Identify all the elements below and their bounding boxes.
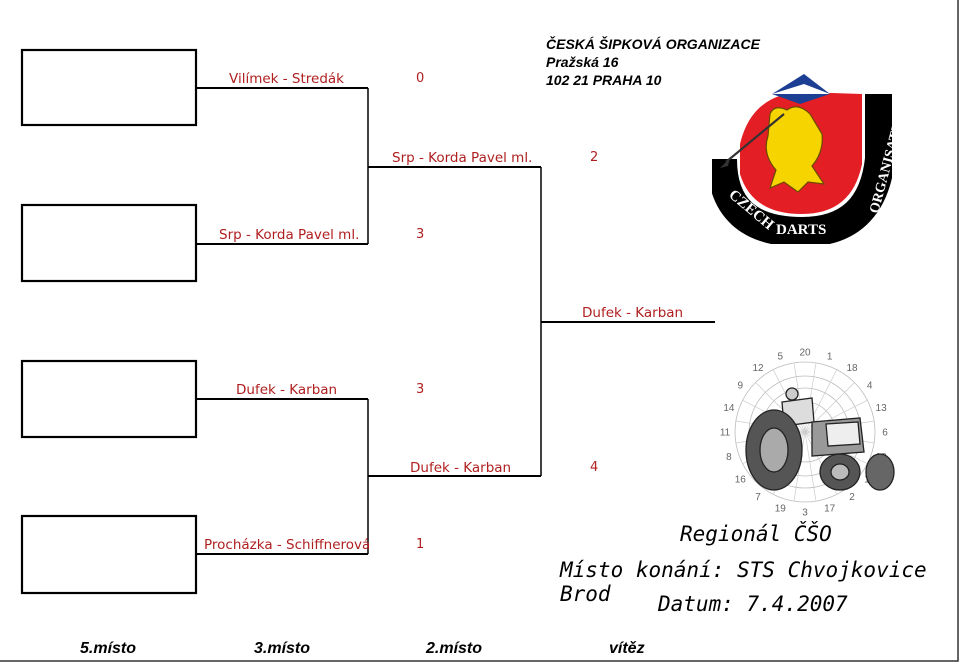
r2-match1-score: 2 — [590, 150, 599, 165]
org-name: ČESKÁ ŠIPKOVÁ ORGANIZACE — [546, 36, 760, 52]
dartboard-number-1: 1 — [827, 351, 833, 362]
dartboard-number-9: 9 — [738, 381, 744, 392]
r1-match2-score: 3 — [416, 227, 425, 242]
r2-match2-name: Dufek - Karban — [410, 460, 512, 476]
event-title: Regionál ČŠO — [680, 522, 832, 546]
event-date: Datum: 7.4.2007 — [658, 592, 848, 616]
placement-winner: vítěz — [609, 640, 645, 657]
dartboard-number-2: 2 — [849, 492, 855, 503]
dartboard-spoke — [804, 431, 817, 502]
placement-5th: 5.místo — [80, 640, 137, 657]
dartboard-number-18: 18 — [846, 363, 858, 374]
dartboard-number-3: 3 — [802, 508, 808, 519]
dartboard-numbers: 2011841361015217319716811149125 — [720, 348, 888, 519]
org-street: Pražská 16 — [546, 54, 619, 70]
dartboard-number-19: 19 — [775, 504, 787, 515]
r2-match2-score: 4 — [590, 460, 599, 475]
r1-match4-name: Procházka - Schiffnerová — [204, 537, 371, 553]
dartboard-number-12: 12 — [752, 363, 764, 374]
dartboard-number-6: 6 — [882, 428, 888, 439]
dartboard-illustration: 2011841361015217319716811149125 — [720, 348, 895, 519]
event-venue: Místo konání: STS Chvojkovice Brod — [560, 558, 927, 606]
r1-match3-name: Dufek - Karban — [236, 382, 338, 398]
dartboard-number-4: 4 — [867, 381, 873, 392]
dartboard-number-20: 20 — [799, 348, 811, 359]
cdo-logo: CZECH DARTS ORGANISATION — [712, 74, 892, 244]
r1-match1-name: Vilímek - Stredák — [229, 71, 345, 87]
r2-match1-name: Srp - Korda Pavel ml. — [392, 150, 533, 166]
dartboard-number-14: 14 — [723, 403, 735, 414]
dartboard-number-7: 7 — [755, 492, 761, 503]
dartboard-number-16: 16 — [735, 475, 747, 486]
logo-text-darts: DARTS — [776, 222, 826, 238]
r1-match3-score: 3 — [416, 382, 425, 397]
winner-name: Dufek - Karban — [582, 305, 684, 321]
dartboard-ring-1 — [734, 361, 876, 503]
placement-2nd: 2.místo — [426, 640, 483, 657]
r1-match4-score: 1 — [416, 537, 425, 552]
dartboard-number-5: 5 — [778, 351, 784, 362]
dartboard-number-13: 13 — [876, 403, 888, 414]
dartboard-number-11: 11 — [720, 428, 731, 439]
tractor-icon — [745, 387, 895, 491]
r1-match2-name: Srp - Korda Pavel ml. — [219, 227, 360, 243]
r1-match1-score: 0 — [416, 71, 425, 86]
placement-3rd: 3.místo — [254, 640, 311, 657]
org-city: 102 21 PRAHA 10 — [546, 72, 662, 88]
dartboard-number-17: 17 — [824, 504, 836, 515]
dartboard-number-8: 8 — [726, 452, 732, 463]
